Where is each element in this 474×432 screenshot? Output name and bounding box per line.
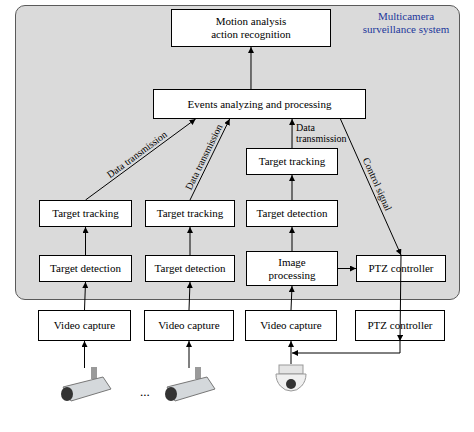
process-box: Image processing — [246, 251, 338, 286]
edge-label: Data transmission — [296, 122, 358, 144]
dome-base — [279, 365, 303, 374]
process-box: Target tracking — [246, 148, 338, 175]
node-text: Motion analysis action recognition — [201, 15, 301, 40]
ellipsis-label: ... — [140, 384, 150, 400]
node-text: Video capture — [54, 319, 115, 332]
node-text: Target detection — [155, 262, 226, 275]
dome-camera — [276, 365, 306, 391]
process-box: Target tracking — [145, 200, 235, 227]
bullet-camera — [61, 367, 111, 401]
video-feed-arrow — [291, 341, 292, 364]
capture-box: Video capture — [144, 310, 234, 341]
node-text: Target tracking — [157, 207, 224, 220]
process-box: Target tracking — [39, 200, 132, 227]
controller-box: PTZ controller — [356, 255, 446, 282]
system-boundary: Multicamera surveillance system Motion an… — [15, 5, 460, 300]
process-box: Motion analysis action recognition — [171, 9, 331, 47]
node-text: PTZ controller — [368, 262, 433, 275]
node-text: Target tracking — [52, 207, 119, 220]
capture-box: Video capture — [38, 310, 131, 341]
node-text: Image processing — [262, 256, 322, 281]
video-feed-arrow — [84, 341, 85, 368]
camera-lens — [61, 387, 73, 401]
camera-mount — [91, 367, 97, 379]
node-text: PTZ controller — [367, 319, 432, 332]
dome-shell — [276, 374, 306, 391]
controller-box: PTZ controller — [355, 310, 445, 341]
node-text: Target detection — [257, 207, 328, 220]
node-text: Events analyzing and processing — [188, 98, 332, 111]
process-box: Target detection — [246, 200, 338, 227]
capture-box: Video capture — [245, 310, 337, 341]
system-title: Multicamera surveillance system — [354, 10, 458, 35]
camera-mount — [195, 367, 201, 379]
node-text: Video capture — [260, 319, 321, 332]
camera-lens — [165, 387, 177, 401]
node-text: Video capture — [158, 319, 219, 332]
camera-lens — [286, 379, 296, 389]
video-feed-arrow — [189, 341, 190, 368]
process-box: Target detection — [39, 255, 132, 282]
node-text: Target detection — [50, 262, 121, 275]
process-box: Events analyzing and processing — [153, 89, 366, 119]
bullet-camera — [165, 367, 215, 401]
ptz-control-wire — [292, 341, 400, 353]
process-box: Target detection — [145, 255, 235, 282]
node-text: Target tracking — [259, 155, 326, 168]
